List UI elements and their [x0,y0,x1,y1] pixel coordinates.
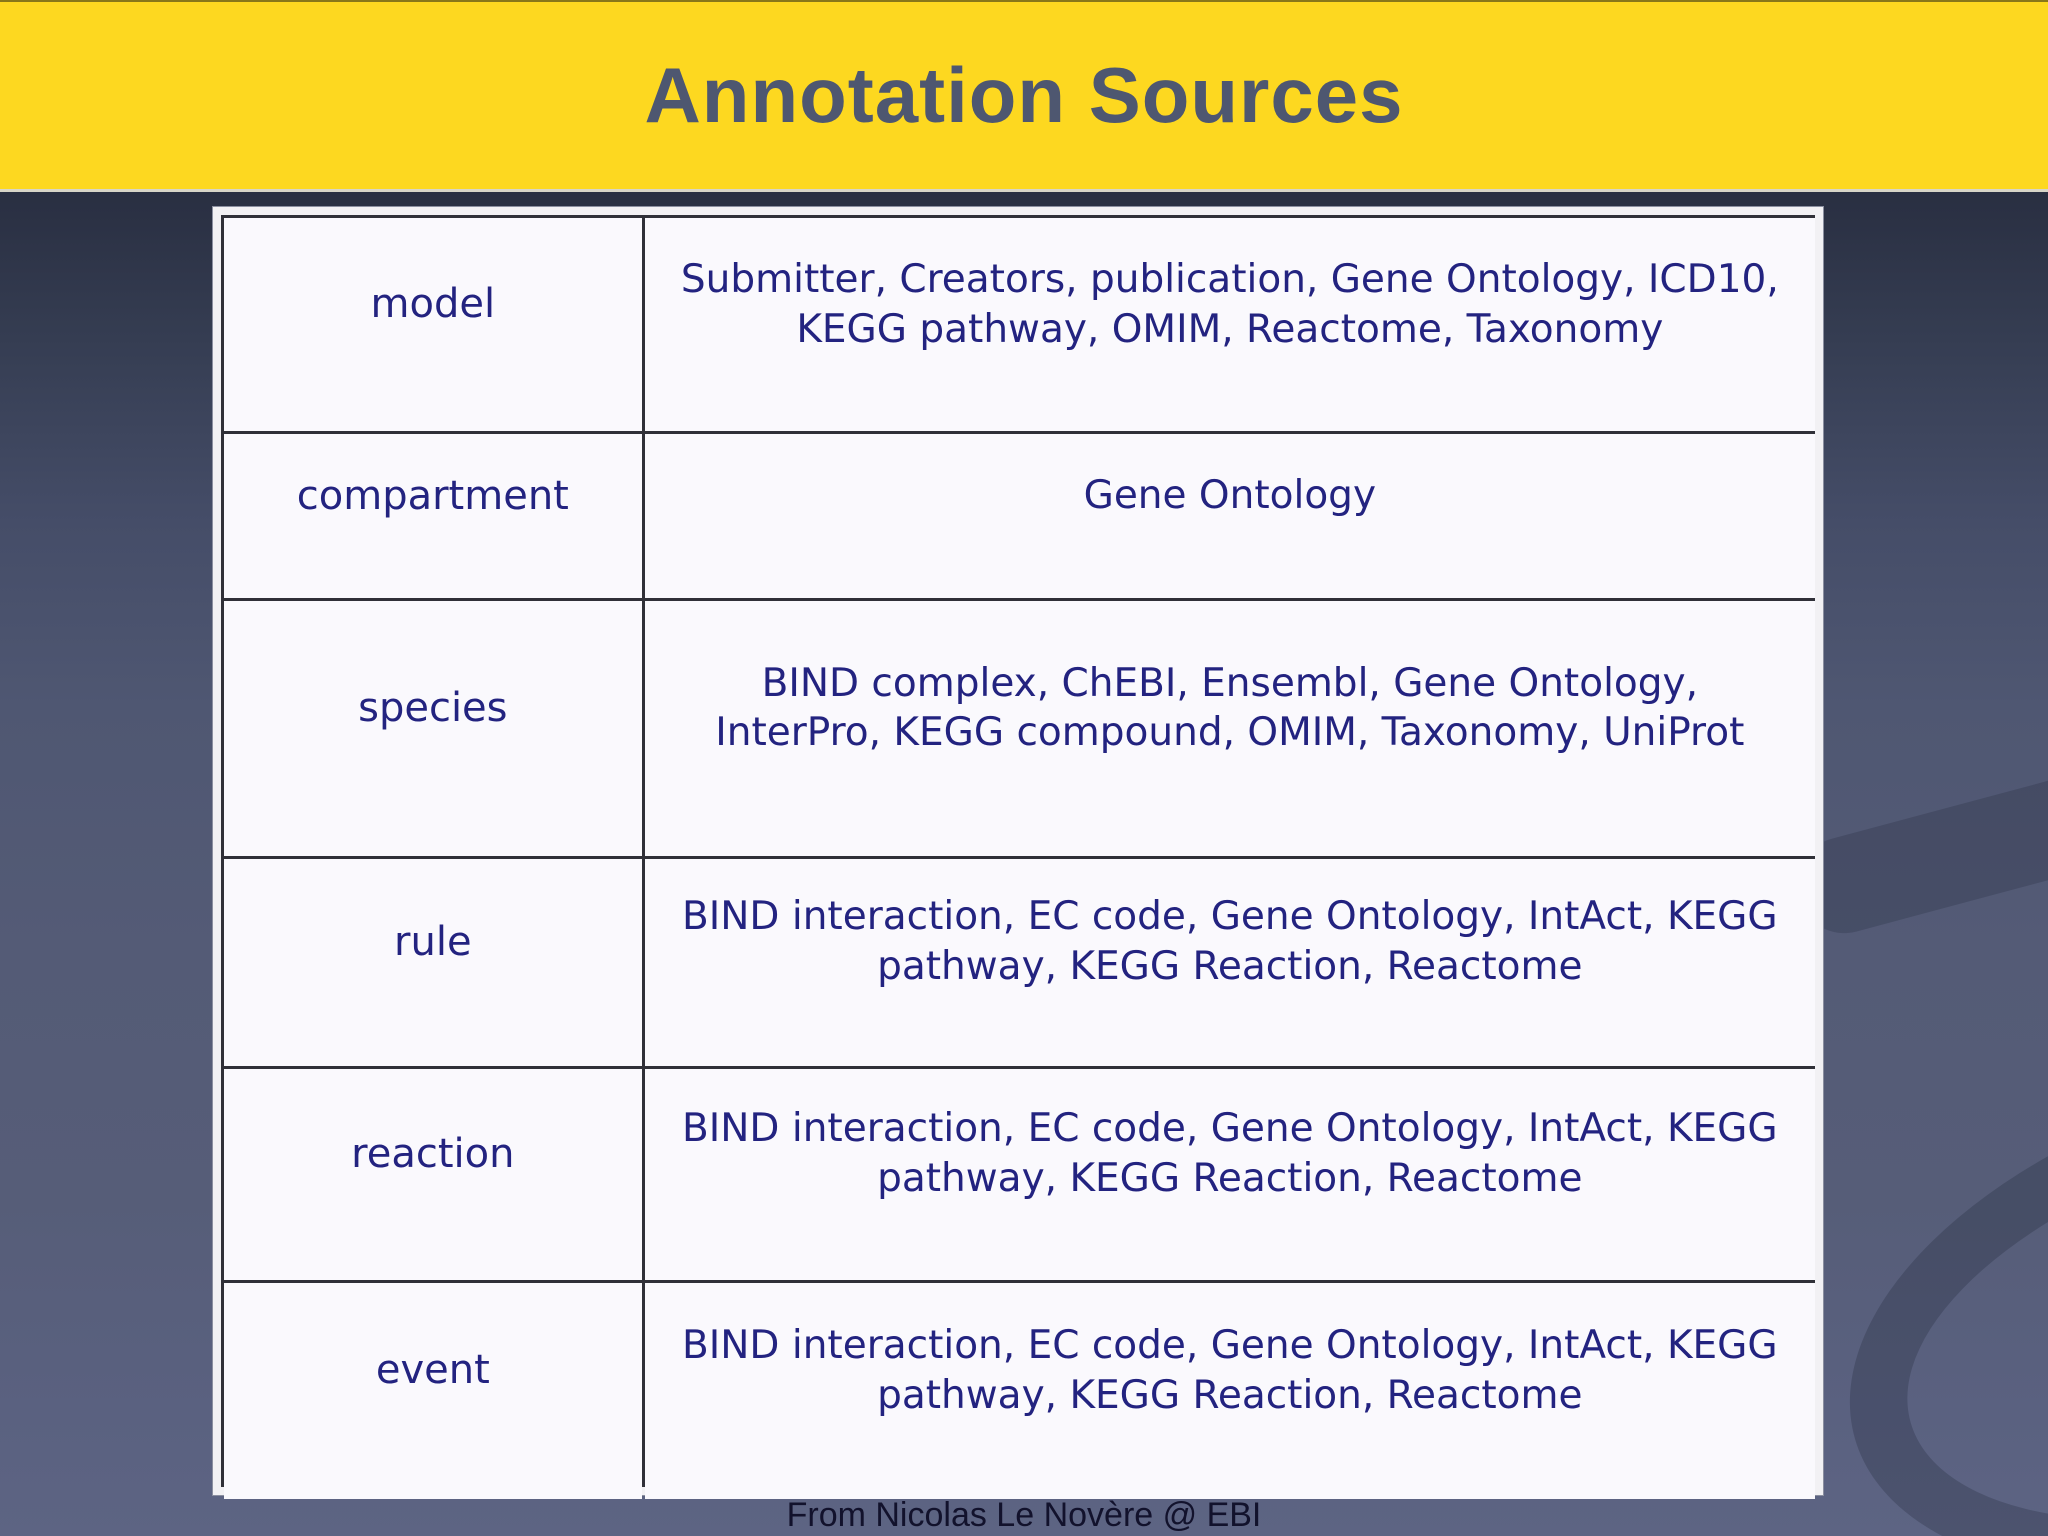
row-rule-label: rule [224,858,642,1066]
row-species-sources: BIND complex, ChEBI, Ensembl, Gene Ontol… [644,601,1815,856]
background-swirl-band-decoration [1785,732,2048,944]
attribution-footer: From Nicolas Le Novère @ EBI [786,1496,1262,1534]
row-compartment-label: compartment [224,434,642,599]
row-model-label: model [224,218,642,432]
row-species-label: species [224,601,642,856]
row-event-label: event [224,1283,642,1499]
annotation-sources-table: model Submitter, Creators, publication, … [212,206,1824,1499]
annotation-sources-grid: model Submitter, Creators, publication, … [221,215,1815,1499]
row-event-sources: BIND interaction, EC code, Gene Ontology… [644,1283,1815,1499]
row-compartment-sources: Gene Ontology [644,434,1815,599]
row-model-sources: Submitter, Creators, publication, Gene O… [644,218,1815,432]
slide-title: Annotation Sources [644,51,1404,139]
row-reaction-sources: BIND interaction, EC code, Gene Ontology… [644,1068,1815,1281]
row-reaction-label: reaction [224,1068,642,1281]
background-swirl-ring-decoration [1789,968,2048,1536]
row-rule-sources: BIND interaction, EC code, Gene Ontology… [644,858,1815,1066]
title-banner: Annotation Sources [0,0,2048,192]
